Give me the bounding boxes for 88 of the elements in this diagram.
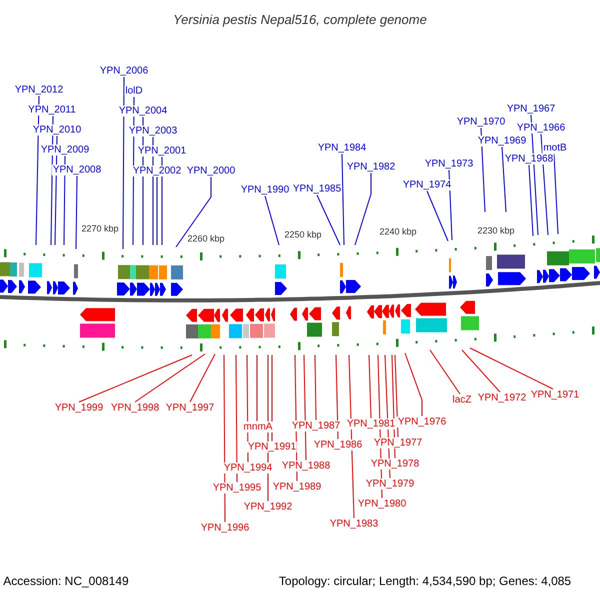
leader-line (502, 146, 506, 212)
leader-line (554, 154, 558, 234)
footer-text: Accession: NC_008149 (3, 573, 129, 590)
leader-line (78, 354, 192, 402)
gene-label: YPN_1969 (476, 136, 528, 146)
gene-label: lacZ (452, 394, 472, 406)
gene-label: YPN_1989 (272, 482, 322, 492)
gene-label: YPN_1999 (54, 402, 104, 414)
gene-label: YPN_2008 (52, 164, 102, 176)
leader-line (404, 352, 422, 416)
gene-label: YPN_1979 (364, 478, 416, 490)
leader-line (156, 176, 158, 246)
leader-line (176, 176, 212, 248)
leader-line (342, 154, 344, 246)
leader-line (122, 76, 124, 250)
leader-line (354, 172, 372, 246)
leader-line (256, 354, 258, 422)
leader-line (528, 164, 534, 236)
footer-text: Topology: circular; Length: 4,534,590 bp; Genes: 4,085 (278, 573, 572, 590)
gene-label: YPN_1977 (372, 438, 424, 448)
gene-label: YPN_1985 (292, 184, 342, 194)
scale-label: 2240 kbp (379, 225, 417, 238)
gene-label: YPN_1966 (516, 122, 566, 134)
leader-line (36, 96, 40, 246)
gene-label: YPN_2001 (136, 146, 188, 156)
scale-label: 2260 kbp (187, 232, 225, 246)
leader-line (462, 350, 500, 392)
gene-label: YPN_1973 (424, 158, 474, 170)
leader-line (236, 354, 238, 482)
gene-label: YPN_1984 (316, 142, 368, 154)
leader-line (430, 350, 460, 394)
gene-label: YPN_2000 (186, 166, 236, 176)
leader-line (304, 354, 306, 460)
gene-label: YPN_1971 (530, 390, 580, 400)
gene-label: YPN_1978 (370, 458, 420, 470)
gene-label: YPN_1992 (242, 502, 294, 512)
gene-label: YPN_1972 (476, 392, 528, 404)
gene-label: lolD (124, 86, 144, 96)
gene-label: YPN_1982 (346, 162, 396, 172)
leader-line (224, 354, 226, 522)
leader-line (64, 156, 66, 246)
gene-label: YPN_2003 (128, 126, 178, 136)
gene-label: YPN_1970 (456, 116, 506, 128)
gene-label: YPN_2002 (132, 166, 182, 176)
gene-label: YPN_1967 (506, 104, 556, 114)
gene-label: YPN_1998 (110, 402, 160, 414)
scale-label: 2230 kbp (477, 224, 515, 238)
leader-line (540, 134, 548, 236)
gene-label: YPN_2010 (32, 124, 82, 136)
gene-label: YPN_2006 (98, 66, 150, 76)
leader-line (264, 196, 280, 246)
scale-label: 2270 kbp (81, 222, 119, 236)
gene-label: YPN_2004 (118, 106, 168, 116)
gene-label: YPN_1996 (200, 522, 250, 534)
gene-label: YPN_1974 (402, 180, 452, 190)
gene-label: YPN_2012 (14, 84, 64, 96)
leader-line (314, 354, 316, 420)
gene-label: YPN_1990 (240, 184, 290, 196)
gene-label: YPN_2011 (27, 104, 77, 116)
gene-label: YPN_1981 (346, 418, 396, 430)
scale-label: 2250 kbp (284, 228, 322, 242)
gene-label: YPN_1968 (504, 154, 554, 164)
leader-line (426, 190, 448, 242)
leader-line (190, 354, 216, 402)
leader-line (394, 354, 398, 438)
leader-line (448, 170, 452, 240)
leader-line (480, 128, 486, 212)
leader-line (336, 354, 338, 440)
leader-line (316, 194, 340, 246)
gene-label: YPN_1987 (290, 420, 342, 432)
leader-line (134, 354, 206, 402)
gene-label: mnmA (242, 422, 274, 432)
gene-label: YPN_1994 (222, 462, 274, 474)
leader-line (470, 348, 554, 390)
gene-label: YPN_1988 (280, 460, 332, 472)
gene-label: YPN_1995 (212, 482, 262, 494)
leader-line (348, 354, 354, 518)
gene-label: YPN_1986 (312, 440, 364, 450)
gene-label: YPN_1983 (328, 518, 380, 530)
gene-label: motB (542, 142, 568, 154)
gene-label: YPN_1997 (164, 402, 216, 414)
gene-label: YPN_2009 (40, 144, 90, 156)
leader-line (76, 176, 78, 250)
leader-line (368, 354, 372, 418)
gene-label: YPN_1980 (356, 498, 408, 510)
gene-label: YPN_1976 (396, 416, 448, 428)
title: Yersinia pestis Nepal516, complete genome (172, 11, 428, 29)
gene-label: YPN_1991 (246, 442, 298, 452)
